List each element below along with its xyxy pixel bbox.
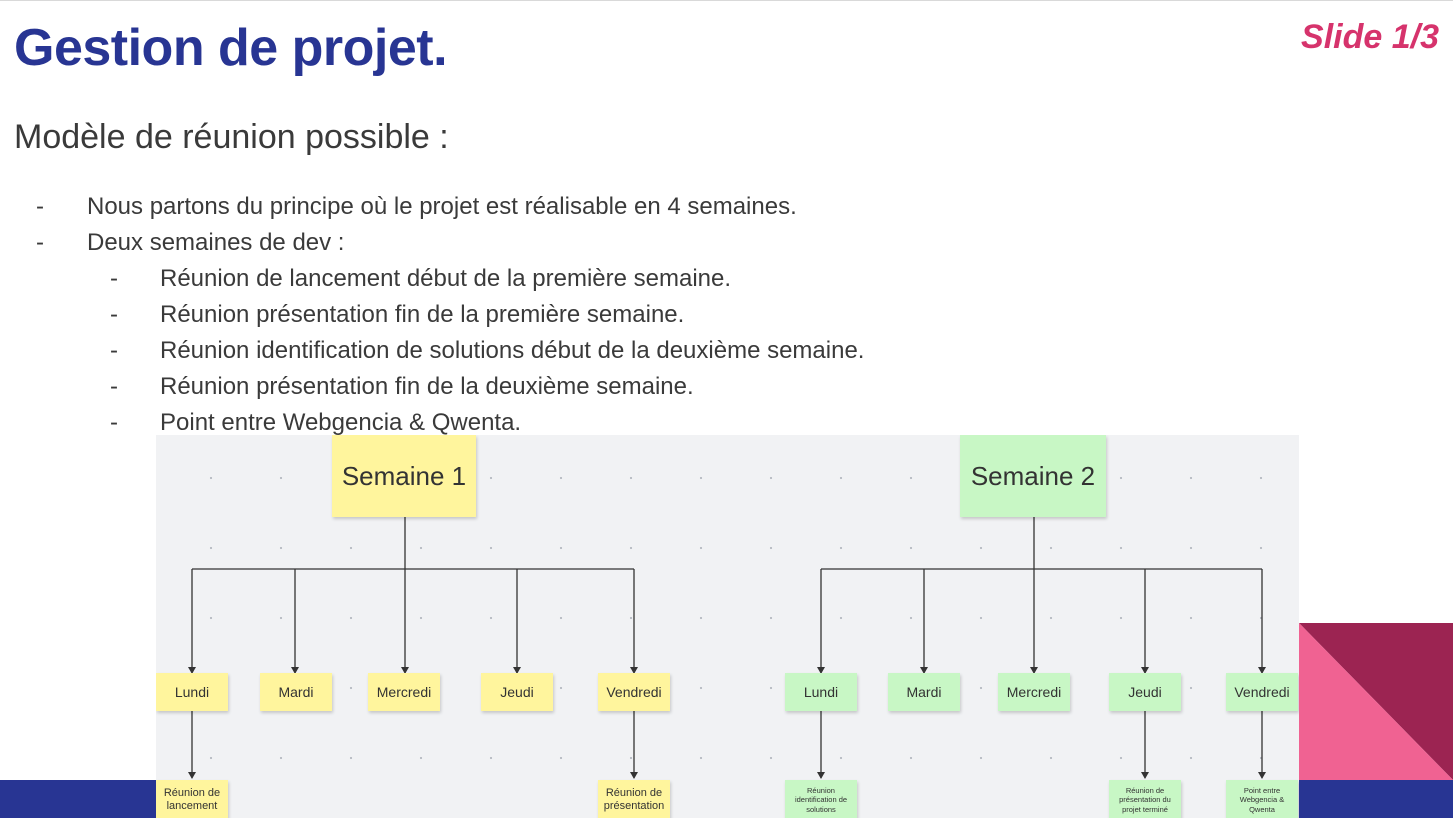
meeting-presentation-week2: Réunion de présentation du projet termin…	[1109, 780, 1181, 818]
connector-lines	[188, 517, 1266, 779]
bullet-text: Réunion présentation fin de la première …	[160, 301, 685, 328]
bullet-marker: -	[110, 373, 118, 400]
week1-day-vendredi: Vendredi	[598, 673, 670, 711]
sub-bullet-item: - Réunion présentation fin de la premièr…	[0, 297, 1000, 333]
bullet-list: - Nous partons du principe où le projet …	[0, 189, 1000, 441]
meeting-lancement: Réunion de lancement	[156, 780, 228, 818]
bullet-text: Point entre Webgencia & Qwenta.	[160, 409, 522, 436]
meeting-identification-solutions: Réunion identification de solutions	[785, 780, 857, 818]
bullet-marker: -	[110, 337, 118, 364]
bottom-bar-right	[1299, 780, 1453, 818]
slide-number: Slide 1/3	[1301, 18, 1439, 56]
bullet-marker: -	[36, 193, 44, 220]
bottom-bar-left	[0, 780, 156, 818]
week1-sticky: Semaine 1	[332, 435, 476, 517]
week2-day-vendredi: Vendredi	[1226, 673, 1298, 711]
bullet-marker: -	[110, 301, 118, 328]
bullet-item: - Nous partons du principe où le projet …	[0, 189, 1000, 225]
sub-bullet-item: - Réunion présentation fin de la deuxièm…	[0, 369, 1000, 405]
bullet-marker: -	[110, 265, 118, 292]
week1-day-mercredi: Mercredi	[368, 673, 440, 711]
corner-decoration	[1299, 623, 1453, 780]
week1-day-mardi: Mardi	[260, 673, 332, 711]
week2-day-lundi: Lundi	[785, 673, 857, 711]
slide-title: Gestion de projet.	[14, 19, 448, 77]
sub-bullet-item: - Réunion de lancement début de la premi…	[0, 261, 1000, 297]
org-chart-board: Semaine 1 Semaine 2 Lundi Mardi Mercredi…	[156, 435, 1299, 818]
slide-subtitle: Modèle de réunion possible :	[14, 118, 449, 156]
week2-sticky: Semaine 2	[960, 435, 1106, 517]
week1-day-lundi: Lundi	[156, 673, 228, 711]
bullet-text: Réunion identification de solutions débu…	[160, 337, 865, 364]
bullet-text: Nous partons du principe où le projet es…	[87, 193, 797, 220]
bullet-text: Deux semaines de dev :	[87, 229, 345, 256]
week1-day-jeudi: Jeudi	[481, 673, 553, 711]
meeting-point-webgencia-qwenta: Point entre Webgencia & Qwenta	[1226, 780, 1298, 818]
bullet-text: Réunion de lancement début de la premièr…	[160, 265, 732, 292]
bullet-marker: -	[110, 409, 118, 436]
sub-bullet-item: - Réunion identification de solutions dé…	[0, 333, 1000, 369]
top-rule	[0, 0, 1453, 1]
bullet-item: - Deux semaines de dev :	[0, 225, 1000, 261]
week2-day-mardi: Mardi	[888, 673, 960, 711]
week2-day-jeudi: Jeudi	[1109, 673, 1181, 711]
bullet-marker: -	[36, 229, 44, 256]
week2-day-mercredi: Mercredi	[998, 673, 1070, 711]
meeting-presentation-week1: Réunion de présentation	[598, 780, 670, 818]
sub-bullet-item: - Point entre Webgencia & Qwenta.	[0, 405, 1000, 441]
bullet-text: Réunion présentation fin de la deuxième …	[160, 373, 694, 400]
